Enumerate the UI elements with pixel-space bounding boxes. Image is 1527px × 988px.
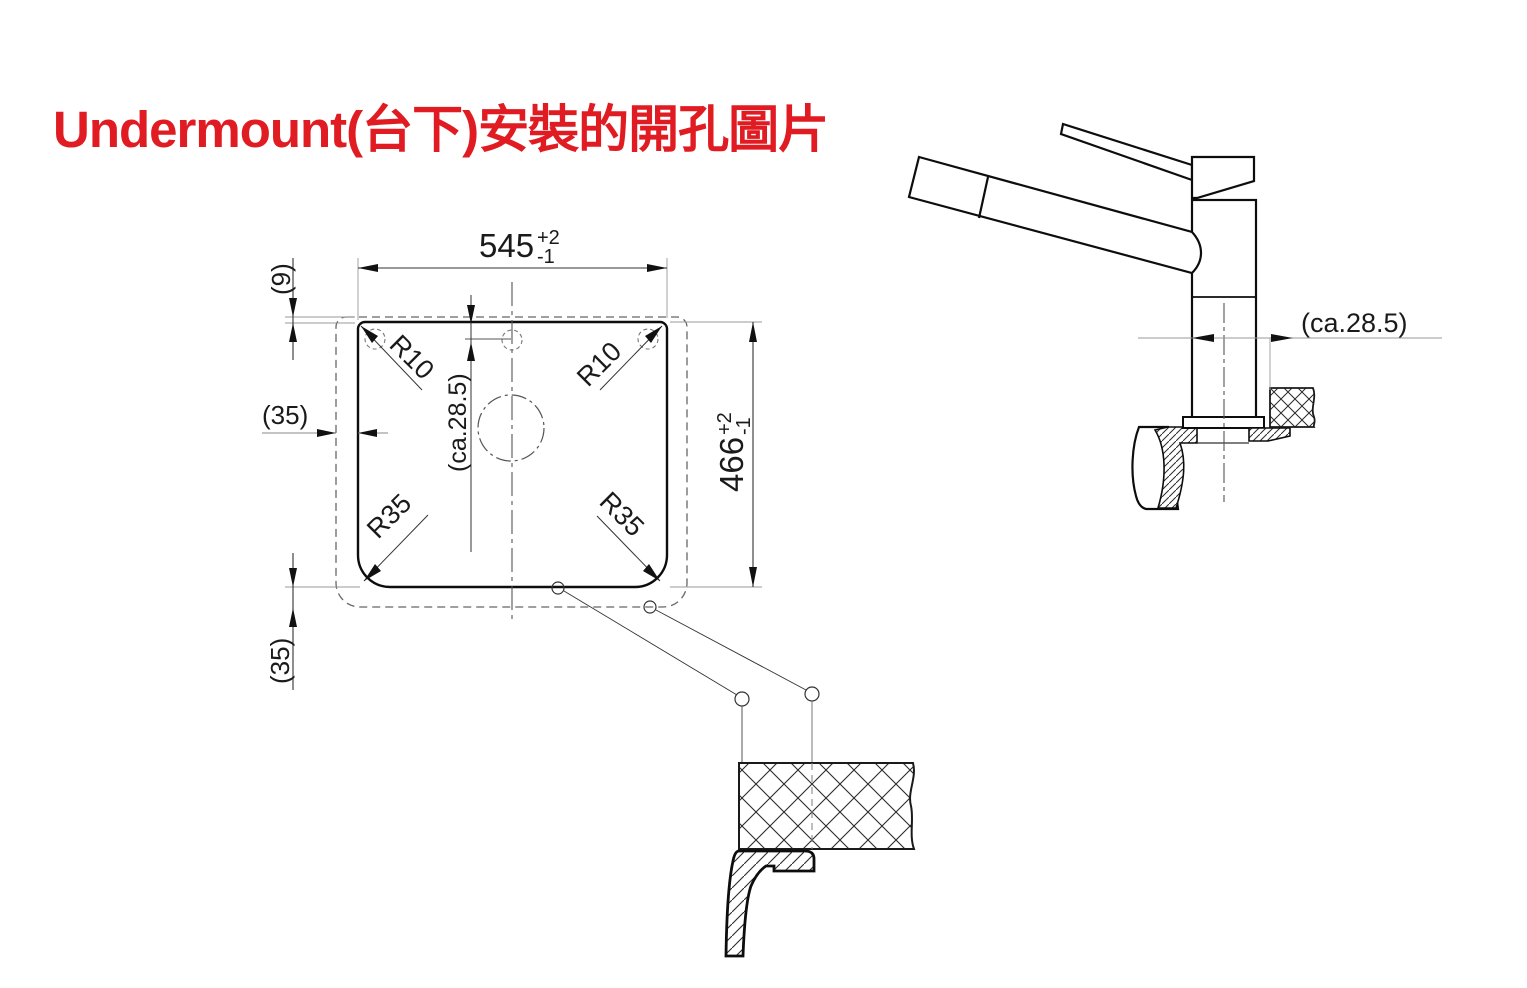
dim-width-plus: +2 [537,227,560,249]
cutout-outline [356,320,669,589]
dimensions-top-view: 545 +2 -1 (9) (35) (ca.28.5) [262,227,762,690]
faucet-cap [1190,155,1256,200]
dim-left-offset: (35) [262,400,308,430]
faucet-lever [1059,122,1194,182]
dim-top-offset: (9) [266,263,296,295]
radius-top-left: R10 [384,329,440,385]
dim-faucet-offset: (ca.28.5) [1301,308,1408,338]
countertop-section-small [1269,387,1316,428]
sink-top-view [335,282,688,622]
section-leaders [551,581,820,762]
washer-right [1248,427,1291,442]
tap-hole-center [501,329,523,351]
dim-bottom-offset: (35) [265,638,295,684]
dim-hole-offset: (ca.28.5) [444,373,472,472]
countertop-cross-section [724,762,916,958]
dim-height-plus: +2 [714,412,736,435]
faucet-side-view [907,122,1316,511]
dim-width-value: 545 [479,227,534,264]
page-title: Undermount(台下)安裝的開孔圖片 [53,101,829,158]
radius-top-right: R10 [571,336,627,392]
sink-outline-dashed [335,316,688,608]
tap-hole-left [364,328,386,350]
radius-bottom-left: R35 [361,488,417,544]
radius-bottom-right: R35 [594,486,650,542]
tap-hole-right [637,328,659,350]
faucet-dimension: (ca.28.5) [1138,308,1442,390]
dim-height-value: 466 [713,437,750,492]
dim-width-minus: -1 [537,246,555,268]
sink-rim-section [724,849,816,958]
faucet-hole [477,394,545,462]
dim-height-minus: -1 [733,417,755,435]
sink-wall-section [1153,426,1198,509]
faucet-spout [907,155,1203,275]
countertop-section [738,762,916,850]
